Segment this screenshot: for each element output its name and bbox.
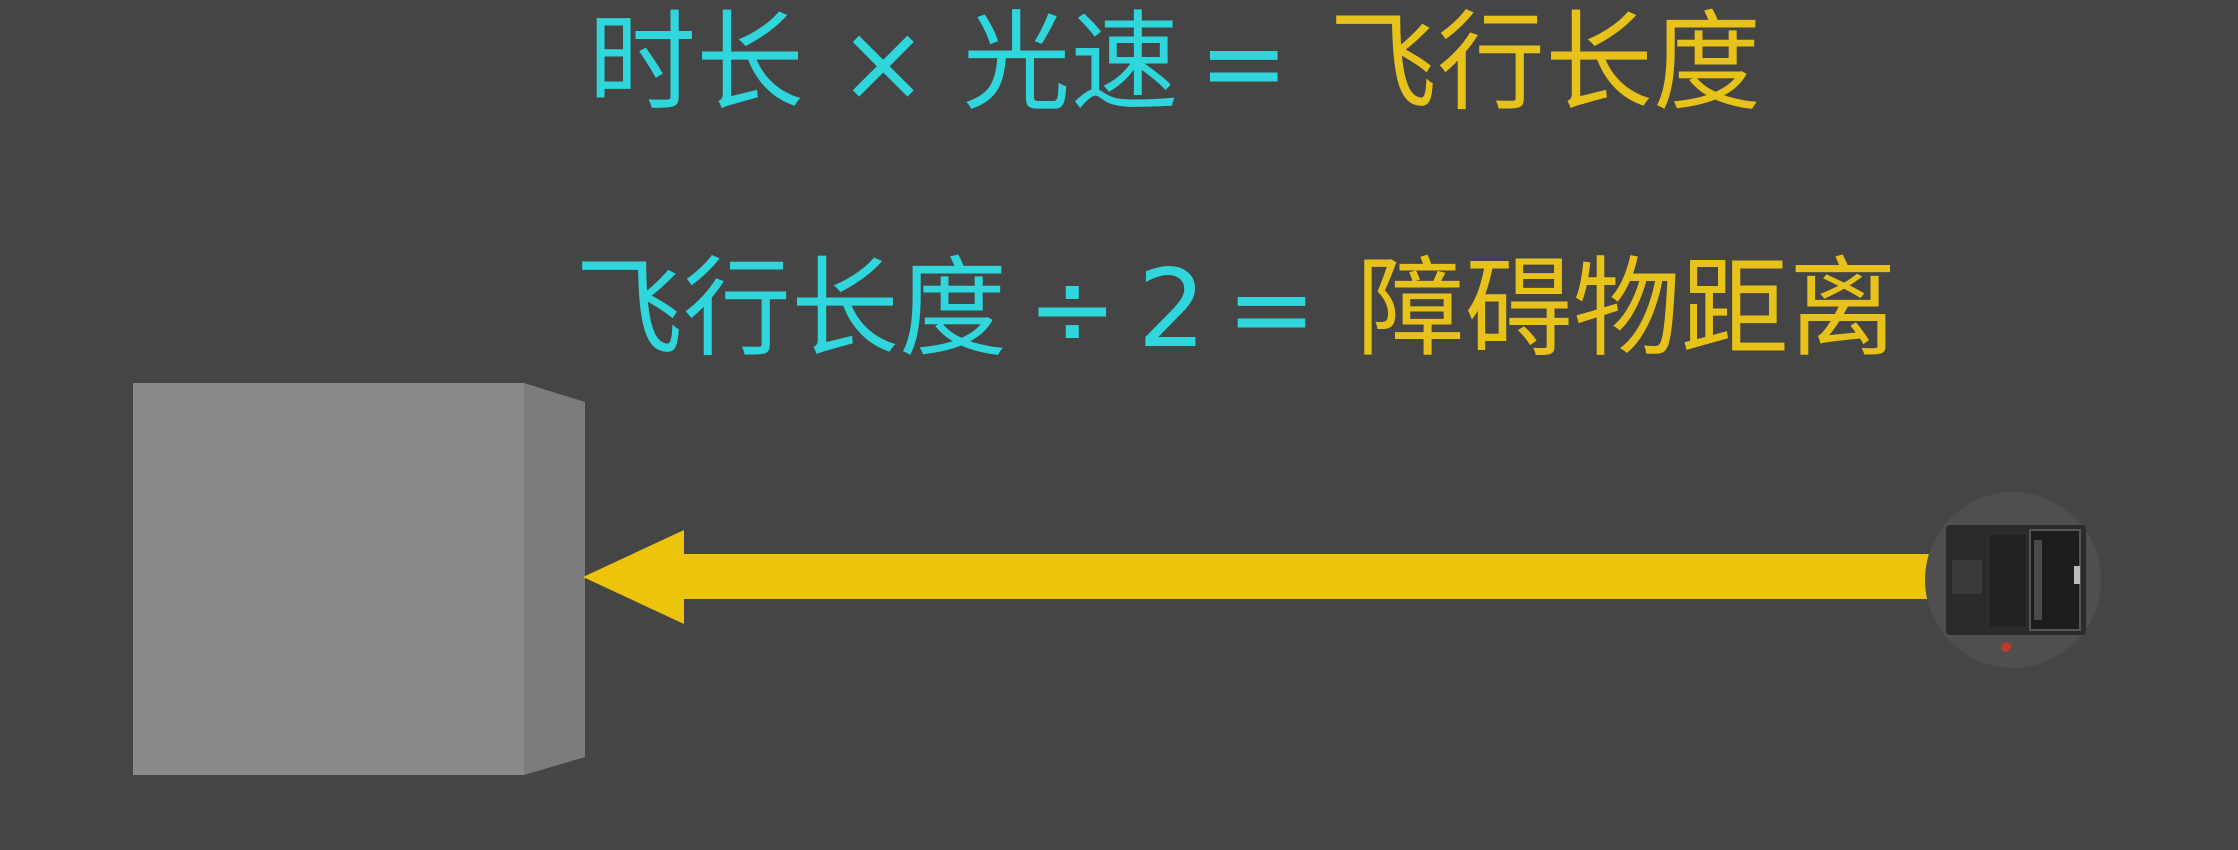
left-arrow-icon bbox=[583, 530, 1942, 624]
arrow-shaft bbox=[680, 554, 1942, 599]
sensor-marker bbox=[2074, 566, 2080, 584]
operator-equals-2: = bbox=[1226, 247, 1317, 372]
gray-box-icon bbox=[133, 383, 585, 775]
term-obstacle-distance: 障碍物距离 bbox=[1356, 247, 1897, 372]
term-two: 2 bbox=[1137, 247, 1207, 372]
operator-multiply: × bbox=[838, 1, 929, 126]
robot-sensor-icon bbox=[1925, 492, 2101, 668]
sensor-vent bbox=[2034, 540, 2042, 620]
term-light-speed: 光速 bbox=[962, 1, 1179, 126]
term-flight-length-2: 飞行长度 bbox=[575, 247, 1008, 372]
term-flight-length: 飞行长度 bbox=[1329, 1, 1762, 126]
obstacle-front-face bbox=[133, 383, 524, 775]
operator-divide: ÷ bbox=[1027, 247, 1118, 372]
obstacle-side-face bbox=[524, 383, 585, 775]
operator-equals: = bbox=[1198, 1, 1290, 126]
sensor-led-icon bbox=[2001, 642, 2011, 652]
term-duration: 时长 bbox=[588, 1, 805, 126]
formula-1-row: 时长×光速=飞行长度 bbox=[588, 10, 1761, 118]
arrow-head bbox=[583, 530, 684, 624]
formula-2-row: 飞行长度÷2=障碍物距离 bbox=[575, 256, 1897, 364]
sensor-lens bbox=[1952, 560, 1982, 594]
sensor-module bbox=[1990, 535, 2026, 627]
